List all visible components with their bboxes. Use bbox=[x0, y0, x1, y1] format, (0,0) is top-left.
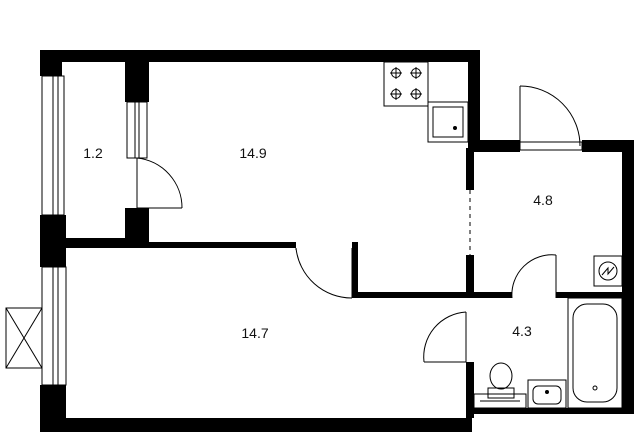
wall-hall-top-right bbox=[582, 140, 634, 152]
door-hall-closet bbox=[511, 254, 557, 299]
window-balcony-door bbox=[126, 101, 148, 159]
electrical-panel-icon bbox=[593, 255, 623, 287]
room-area-balcony: 1.2 bbox=[83, 145, 103, 161]
wall-bedroom-door-jamb bbox=[352, 242, 358, 298]
bathtub-icon bbox=[567, 297, 623, 409]
wall-balcony-upper bbox=[125, 62, 149, 102]
room-area-kitchen-living: 14.9 bbox=[239, 145, 266, 161]
washbasin-icon bbox=[527, 379, 567, 409]
wall-left-upper bbox=[40, 50, 62, 76]
wall-kitchen-bedroom-right bbox=[148, 242, 296, 248]
washing-machine-icon bbox=[473, 393, 527, 409]
room-labels: 1.2 14.9 4.8 14.7 4.3 bbox=[83, 145, 553, 341]
wall-balcony-lower bbox=[125, 208, 149, 248]
wall-right bbox=[622, 140, 634, 414]
walls bbox=[40, 50, 634, 432]
door-entrance bbox=[519, 85, 581, 147]
toilet-icon bbox=[487, 362, 515, 399]
room-area-bathroom: 4.3 bbox=[512, 323, 532, 339]
room-area-hallway: 4.8 bbox=[533, 192, 553, 208]
window-bedroom bbox=[41, 266, 67, 386]
door-balcony bbox=[136, 157, 183, 209]
air-conditioner-icon bbox=[5, 307, 43, 369]
wall-kitchen-right bbox=[468, 50, 480, 148]
wall-bottom-left bbox=[40, 418, 472, 432]
wall-top bbox=[40, 50, 480, 62]
windows bbox=[41, 75, 583, 386]
door-bathroom bbox=[423, 311, 467, 363]
wall-kitchen-bedroom-left bbox=[40, 238, 148, 248]
wall-bath-left bbox=[466, 362, 474, 418]
sink-icon bbox=[427, 101, 469, 143]
wall-hall-top-left bbox=[468, 140, 520, 152]
wall-bedroom-hall bbox=[352, 292, 512, 298]
stove-icon bbox=[383, 61, 429, 107]
wall-hall-kitchen-upper bbox=[466, 148, 474, 190]
wall-bath-top bbox=[556, 292, 634, 298]
window-hall-top bbox=[519, 141, 583, 151]
door-bedroom bbox=[295, 247, 353, 299]
room-area-bedroom: 14.7 bbox=[241, 325, 268, 341]
wall-hall-kitchen-lower bbox=[466, 255, 474, 298]
wall-bottom-right bbox=[470, 408, 630, 414]
doors bbox=[136, 85, 581, 363]
